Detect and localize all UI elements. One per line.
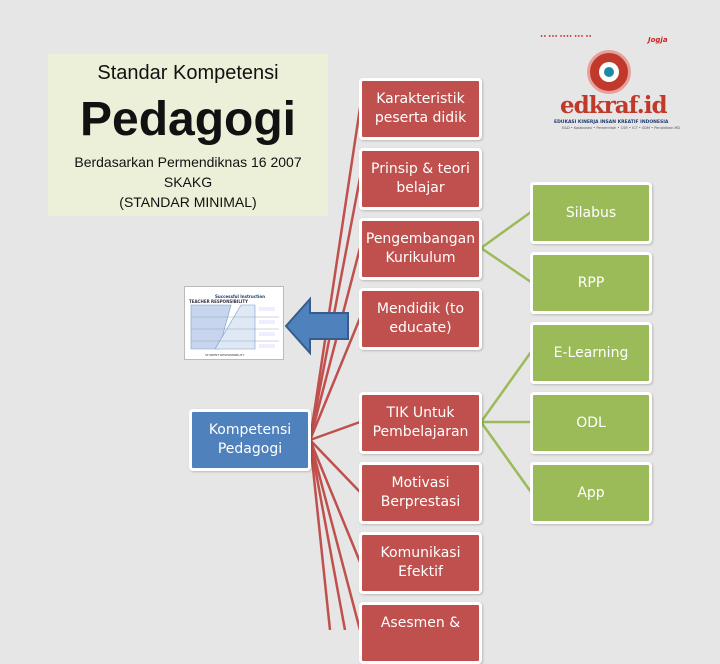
node-odl[interactable]: ODL bbox=[530, 392, 652, 454]
node-label: Asesmen & bbox=[380, 615, 461, 631]
node-elearning[interactable]: E-Learning bbox=[530, 322, 652, 384]
node-tik[interactable]: TIK Untuk Pembelajaran bbox=[359, 392, 482, 454]
connector-lines bbox=[308, 107, 533, 630]
title-line-3: Berdasarkan Permendiknas 16 2007 bbox=[74, 154, 302, 170]
logo-brand: edkraf.id bbox=[560, 92, 668, 119]
node-label: App bbox=[577, 484, 605, 501]
title-line-4: SKAKG bbox=[163, 174, 213, 190]
logo-top-text: •• ••• •••• ••• •• bbox=[540, 34, 592, 40]
emblem-icon bbox=[587, 50, 631, 94]
logo-tagline: EDUKASI KINERJA INSAN KREATIF INDONESIA bbox=[554, 120, 669, 125]
node-label: Karakteristik peserta didik bbox=[374, 91, 467, 126]
node-label: Kompetensi Pedagogi bbox=[208, 422, 292, 457]
node-komunikasi[interactable]: Komunikasi Efektif bbox=[359, 532, 482, 594]
page-title: Pedagogi bbox=[79, 93, 297, 146]
connector-tik-app bbox=[479, 421, 533, 493]
thumbnail-diagram-graphic bbox=[190, 304, 279, 350]
node-label: TIK Untuk Pembelajaran bbox=[372, 405, 469, 440]
thumbnail-heading: Successful Instruction bbox=[215, 294, 265, 299]
node-label: ODL bbox=[576, 414, 606, 431]
node-label: Mendidik (to educate) bbox=[376, 301, 465, 336]
connector-kurikulum-silabus bbox=[480, 210, 532, 250]
node-rpp[interactable]: RPP bbox=[530, 252, 652, 314]
connector-root-prinsip bbox=[308, 177, 362, 441]
connector-root-kurikulum bbox=[308, 247, 362, 441]
node-label: Silabus bbox=[565, 204, 617, 221]
connector-root-karakteristik bbox=[308, 107, 362, 441]
node-karakteristik[interactable]: Karakteristik peserta didik bbox=[359, 78, 482, 140]
node-silabus[interactable]: Silabus bbox=[530, 182, 652, 244]
thumbnail-caption: TEACHER RESPONSIBILITY bbox=[189, 299, 248, 304]
node-kompetensi-pedagogi[interactable]: Kompetensi Pedagogi bbox=[189, 409, 311, 471]
edkraf-logo: •• ••• •••• ••• •• Jogja edkraf.id EDUKA… bbox=[540, 30, 690, 134]
thumbnail-footer: STUDENT RESPONSIBILITY bbox=[205, 353, 245, 357]
node-label: Komunikasi Efektif bbox=[380, 545, 461, 580]
connector-kurikulum-rpp bbox=[480, 246, 532, 284]
node-motivasi[interactable]: Motivasi Berprestasi bbox=[359, 462, 482, 524]
node-mendidik[interactable]: Mendidik (to educate) bbox=[359, 288, 482, 350]
title-line-1: Standar Kompetensi bbox=[97, 62, 279, 84]
node-asesmen[interactable]: Asesmen & bbox=[359, 602, 482, 664]
logo-partner-text: Jogja bbox=[648, 36, 668, 44]
node-prinsip[interactable]: Prinsip & teori belajar bbox=[359, 148, 482, 210]
left-arrow-icon bbox=[284, 296, 349, 356]
title-box: Standar Kompetensi Pedagogi Berdasarkan … bbox=[48, 54, 328, 216]
connector-tik-elearning bbox=[479, 351, 533, 423]
node-label: RPP bbox=[577, 274, 605, 291]
node-label: Prinsip & teori belajar bbox=[371, 161, 470, 196]
connector-root-tik bbox=[309, 420, 361, 442]
connector-root-mendidik bbox=[308, 317, 362, 441]
logo-subtag: E&D • Kolaborasi • Pemerintah • CSR • IC… bbox=[562, 126, 681, 130]
connector-root-komunikasi bbox=[308, 439, 362, 563]
successful-instruction-thumbnail: Successful Instruction TEACHER RESPONSIB… bbox=[184, 286, 284, 360]
node-label: E-Learning bbox=[553, 344, 629, 361]
node-label: Pengembangan Kurikulum bbox=[365, 231, 476, 266]
node-kurikulum[interactable]: Pengembangan Kurikulum bbox=[359, 218, 482, 280]
connector-root-asesmen bbox=[308, 439, 362, 630]
node-label: Motivasi Berprestasi bbox=[380, 475, 461, 510]
node-app[interactable]: App bbox=[530, 462, 652, 524]
connector-root-motivasi bbox=[309, 439, 361, 493]
title-line-5: (STANDAR MINIMAL) bbox=[119, 194, 257, 210]
